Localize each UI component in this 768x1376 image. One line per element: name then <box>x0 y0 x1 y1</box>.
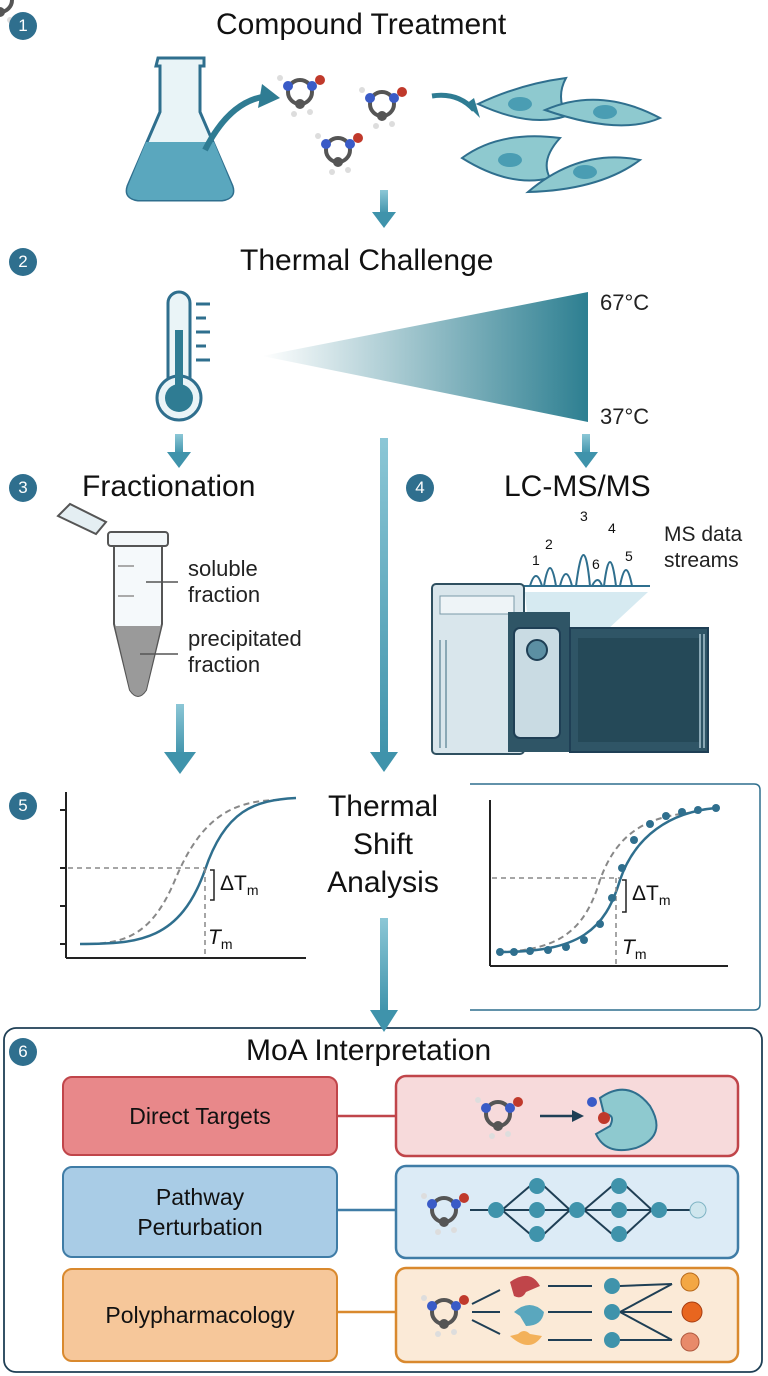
melting-curve-right <box>489 800 728 967</box>
soluble-label: soluble fraction <box>188 556 260 608</box>
step-title: Fractionation <box>82 470 256 503</box>
outcome-nodes <box>680 1272 703 1352</box>
step-number: 2 <box>9 248 37 276</box>
step-title: Thermal Shift Analysis <box>318 788 448 902</box>
delta-tm-label: ΔTm <box>220 872 259 899</box>
delta-tm-label: ΔTm <box>632 882 671 909</box>
box-label: Perturbation <box>137 1214 263 1240</box>
step-number: 1 <box>9 12 37 40</box>
molecule-icon <box>275 73 327 119</box>
protein-icon <box>594 1088 658 1152</box>
title-line: Analysis <box>327 866 439 899</box>
ms-data-label: MS data streams <box>664 522 742 574</box>
peak-label: 1 <box>532 552 540 568</box>
label-line: precipitated <box>188 626 302 651</box>
peak-label: 2 <box>545 536 553 552</box>
molecule-icon <box>313 131 365 177</box>
arrow-head <box>258 84 280 108</box>
temperature-gradient <box>262 292 588 422</box>
label-line: streams <box>664 549 739 572</box>
melting-curve-left <box>60 792 306 959</box>
step-number: 5 <box>9 792 37 820</box>
pathway-network <box>470 1185 690 1235</box>
pathway-perturbation-box: Pathway Perturbation <box>62 1166 338 1258</box>
mass-spectrometer-icon <box>431 583 709 755</box>
step-title: Thermal Challenge <box>240 244 494 277</box>
step-number: 4 <box>406 474 434 502</box>
label-line: fraction <box>188 582 261 607</box>
curve-arrow <box>431 92 476 112</box>
downstream-nodes <box>604 1278 620 1348</box>
peak-label: 3 <box>580 508 588 524</box>
down-arrow <box>370 918 398 1032</box>
temp-low-label: 37°C <box>600 404 650 429</box>
title-line: Thermal <box>327 790 439 823</box>
label-line: fraction <box>188 652 261 677</box>
step-title: LC-MS/MS <box>504 470 651 503</box>
label-line: MS data <box>664 523 743 546</box>
thermometer-icon <box>155 290 210 422</box>
precipitated-label: precipitated fraction <box>188 626 302 678</box>
box-label: Pathway <box>155 1184 245 1210</box>
down-arrow <box>167 434 191 468</box>
box-label: Direct Targets <box>129 1103 271 1129</box>
label-line: soluble <box>188 556 258 581</box>
peak-label: 6 <box>592 556 600 572</box>
polypharmacology-panel <box>394 1266 740 1364</box>
target-icons <box>510 1275 544 1345</box>
arrow-head <box>466 98 480 118</box>
tube-icon <box>56 502 178 697</box>
poly-network <box>471 1283 673 1341</box>
step-title: Compound Treatment <box>216 8 507 41</box>
title-line: Shift <box>352 828 414 861</box>
down-arrow <box>372 190 396 228</box>
step-number: 3 <box>9 474 37 502</box>
direct-targets-box: Direct Targets <box>62 1076 338 1156</box>
molecule-icon <box>357 85 409 131</box>
peak-label: 5 <box>625 548 633 564</box>
box-label: Polypharmacology <box>105 1302 295 1328</box>
step-title: MoA Interpretation <box>246 1034 492 1067</box>
polypharmacology-box: Polypharmacology <box>62 1268 338 1362</box>
tm-label: Tm <box>622 936 647 963</box>
flask-icon <box>125 56 235 202</box>
pathway-nodes <box>488 1178 707 1242</box>
temp-high-label: 67°C <box>600 290 650 315</box>
analysis-frame <box>470 783 761 1011</box>
peak-label: 4 <box>608 520 616 536</box>
tm-label: Tm <box>208 926 233 953</box>
cells-icon <box>460 76 663 194</box>
step-number: 6 <box>9 1038 37 1066</box>
long-down-arrow <box>370 438 398 772</box>
bound-ligand <box>598 1112 610 1124</box>
down-arrow <box>574 434 598 468</box>
ms-peaks <box>520 554 650 587</box>
down-arrow <box>164 704 196 774</box>
